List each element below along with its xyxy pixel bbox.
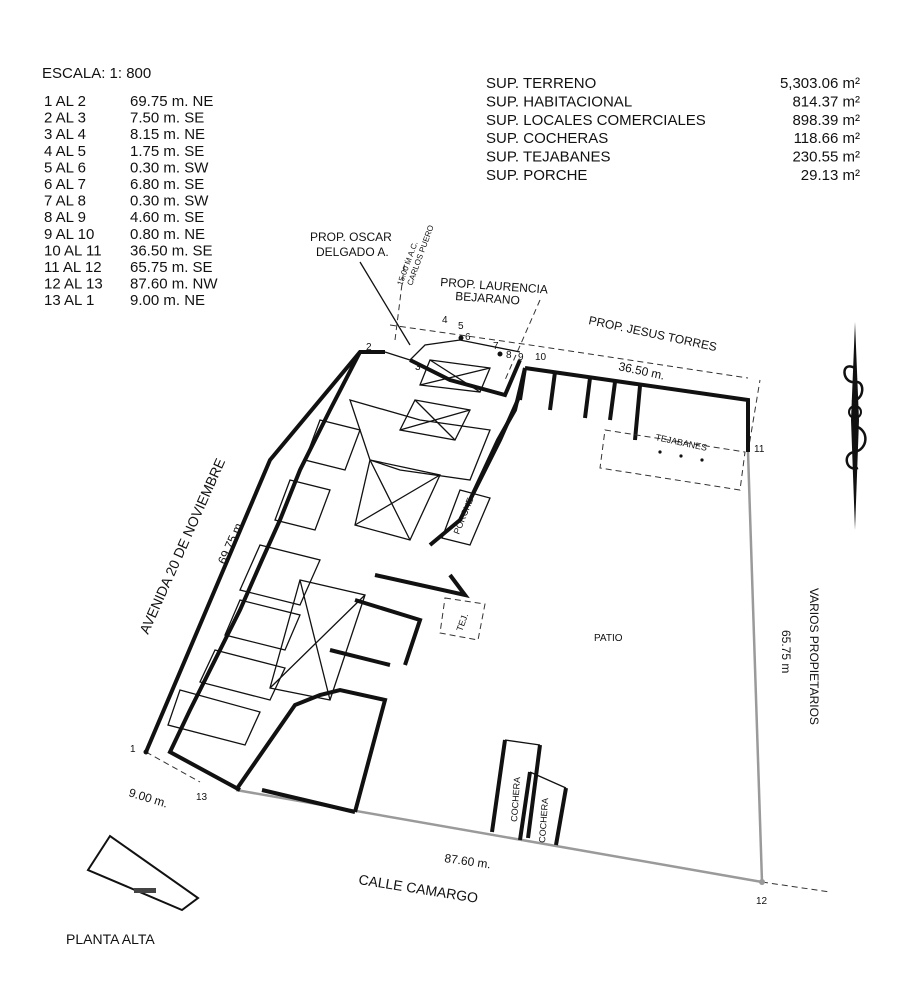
dim-south-label: 87.60 m. — [444, 851, 492, 871]
segment-name: 1 AL 2 — [44, 93, 86, 110]
segment-name: 8 AL 9 — [44, 209, 86, 226]
varios-label: VARIOS PROPIETARIOS — [807, 588, 821, 725]
surface-legend: SUP. TERRENO 5,303.06 m² SUP. HABITACIONAL… — [486, 75, 860, 184]
segment-legend: ESCALA: 1: 800 1 AL 2 69.75 m. NE 2 AL 3 7.… — [42, 65, 218, 309]
planta-alta-sketch: PLANTA ALTA — [66, 834, 200, 947]
vertex-8-label: 8 — [506, 350, 512, 361]
vertex-1-dot — [143, 749, 149, 755]
segment-distance: 4.60 m. SE — [130, 209, 204, 226]
vertex-12-label: 12 — [756, 896, 768, 907]
lot-boundary — [144, 259, 831, 893]
west-wall — [144, 350, 385, 753]
scale-label: ESCALA: 1: 800 — [42, 65, 151, 82]
segment-name: 12 AL 13 — [44, 276, 103, 293]
segment-name: 13 AL 1 — [44, 292, 94, 309]
surface-value: 5,303.06 m² — [780, 75, 860, 92]
segment-name: 2 AL 3 — [44, 110, 86, 127]
segment-name: 7 AL 8 — [44, 193, 86, 210]
east-boundary-line — [746, 451, 764, 883]
segment-name: 10 AL 11 — [44, 242, 102, 259]
dim-sw-label: 9.00 m. — [127, 785, 169, 810]
dim-east-label: 65.75 m — [779, 630, 793, 673]
surface-name: SUP. TEJABANES — [486, 149, 611, 166]
segment-distance: 7.50 m. SE — [130, 110, 204, 127]
leader-line — [359, 261, 411, 346]
vertex-12-dot — [759, 879, 765, 885]
vertex-4-label: 4 — [442, 315, 448, 326]
vertex-10-label: 10 — [535, 352, 547, 363]
vertex-1-label: 1 — [130, 744, 136, 755]
cochera-2-label: COCHERA — [537, 798, 550, 844]
surface-name: SUP. HABITACIONAL — [486, 93, 632, 110]
segment-distance: 6.80 m. SE — [130, 176, 204, 193]
segment-distance: 8.15 m. NE — [130, 126, 205, 143]
surface-name: SUP. PORCHE — [486, 167, 587, 184]
calle-label: CALLE CAMARGO — [358, 871, 480, 906]
segment-name: 3 AL 4 — [44, 126, 86, 143]
vertex-7-label: 7 — [493, 341, 499, 352]
vertex-2-label: 2 — [366, 342, 372, 353]
plan-labels: PROP. OSCAR DELGADO A. 15.00 M A.C. CARL… — [127, 224, 821, 906]
segment-distance: 0.30 m. SW — [130, 159, 209, 176]
vertex-11-label: 11 — [754, 444, 765, 455]
segment-distance: 87.60 m. NW — [130, 276, 218, 293]
prop-jesus-label: PROP. JESUS TORRES — [587, 313, 718, 354]
surface-name: SUP. LOCALES COMERCIALES — [486, 112, 706, 129]
dim-west-label: 69.75 m. — [215, 518, 247, 566]
prop-laurencia-label-2: BEJARANO — [455, 289, 521, 307]
tej-label: TEJ. — [454, 612, 470, 633]
north-arrow-icon — [843, 322, 867, 530]
surface-value: 118.66 m² — [794, 130, 860, 147]
tejabanes-label: TEJABANES — [655, 432, 708, 453]
surface-value: 29.13 m² — [801, 167, 860, 184]
vertex-6-label: 6 — [465, 332, 471, 343]
surface-value: 230.55 m² — [792, 149, 860, 166]
vertex-3-label: 3 — [415, 362, 421, 373]
vertex-markers: 1 2 3 4 5 6 7 8 9 10 11 12 13 — [130, 315, 768, 907]
segment-distance: 0.30 m. SW — [130, 193, 209, 210]
segment-distance: 1.75 m. SE — [130, 143, 204, 160]
cochera-1-label: COCHERA — [509, 777, 522, 823]
buildings — [167, 351, 746, 846]
avenida-label: AVENIDA 20 DE NOVIEMBRE — [136, 456, 228, 636]
vertex-13-label: 13 — [196, 792, 208, 803]
vertex-9-label: 9 — [518, 352, 524, 363]
segment-distance: 69.75 m. NE — [130, 93, 213, 110]
prop-oscar-label: PROP. OSCAR — [310, 230, 392, 244]
segment-distance: 65.75 m. SE — [130, 259, 213, 276]
segment-distance: 0.80 m. NE — [130, 226, 205, 243]
segment-name: 11 AL 12 — [44, 259, 102, 276]
segment-name: 9 AL 10 — [44, 226, 94, 243]
surface-name: SUP. COCHERAS — [486, 130, 608, 147]
patio-label: PATIO — [594, 633, 623, 644]
north-wall — [524, 366, 750, 452]
dim-north-label: 36.50 m. — [617, 359, 666, 382]
segment-name: 4 AL 5 — [44, 143, 86, 160]
vertex-5-label: 5 — [458, 321, 464, 332]
segment-name: 5 AL 6 — [44, 159, 86, 176]
segment-distance: 36.50 m. SE — [130, 242, 213, 259]
segment-name: 6 AL 7 — [44, 176, 86, 193]
surface-name: SUP. TERRENO — [486, 75, 596, 92]
surface-value: 814.37 m² — [792, 93, 860, 110]
surface-value: 898.39 m² — [792, 112, 860, 129]
prop-oscar-label-2: DELGADO A. — [316, 245, 389, 259]
segment-distance: 9.00 m. NE — [130, 292, 205, 309]
planta-alta-label: PLANTA ALTA — [66, 931, 155, 947]
